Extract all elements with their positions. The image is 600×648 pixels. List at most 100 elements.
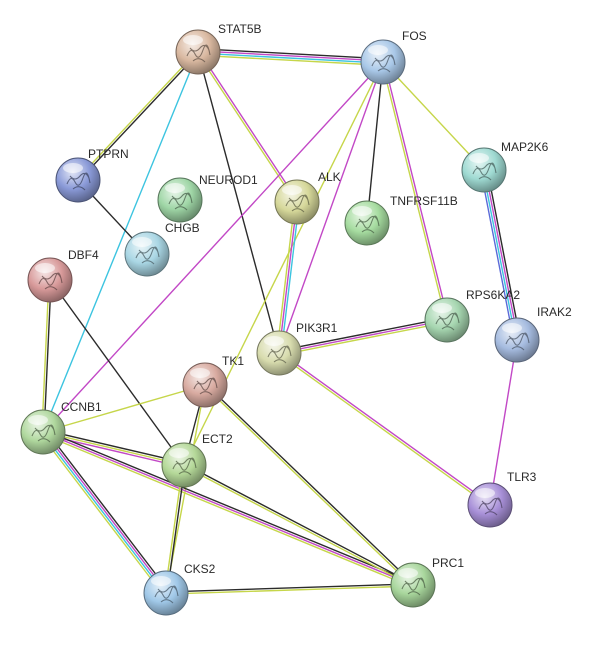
node-neurod1[interactable]: NEUROD1 [157, 173, 258, 223]
sphere-highlight [469, 153, 489, 163]
node-prc1-label: PRC1 [432, 556, 464, 570]
sphere-highlight [28, 415, 48, 425]
sphere-highlight [475, 488, 495, 498]
node-stat5b[interactable]: STAT5B [175, 22, 262, 75]
sphere-highlight [151, 576, 171, 586]
edge-pik3r1-rps6ka2-magenta [278, 319, 448, 354]
node-tk1[interactable]: TK1 [182, 354, 244, 408]
node-prc1[interactable]: PRC1 [390, 556, 464, 608]
protein-structure-icon [66, 172, 91, 191]
node-rps6ka2[interactable]: RPS6KA2 [424, 288, 520, 343]
sphere-highlight [352, 206, 372, 216]
edge-ccnb1-cks2-black [45, 429, 170, 592]
sphere-highlight [282, 185, 302, 195]
network-edges [39, 48, 521, 596]
edge-ccnb1-cks2-yellow [39, 433, 164, 596]
edge-fos-rps6ka2-magenta [383, 61, 449, 320]
sphere-highlight [502, 323, 522, 333]
sphere-highlight [264, 336, 284, 346]
edge-ccnb1-prc1-yellow [41, 433, 413, 588]
node-rps6ka2-label: RPS6KA2 [466, 288, 520, 302]
edge-ccnb1-ect2-yellow [42, 431, 185, 466]
edge-pik3r1-rps6ka2-black [278, 317, 447, 352]
edge-ccnb1-ect2-black [43, 429, 185, 464]
protein-structure-icon [435, 312, 460, 331]
edge-ccnb1-prc1-magenta [42, 431, 414, 586]
node-dbf4[interactable]: DBF4 [27, 248, 99, 303]
sphere-highlight [63, 163, 83, 173]
node-map2k6-label: MAP2K6 [501, 140, 549, 154]
edge-map2k6-irak2-black [486, 169, 521, 340]
sphere-highlight [432, 303, 452, 313]
node-alk-label: ALK [318, 170, 341, 184]
node-pik3r1-label: PIK3R1 [296, 321, 338, 335]
edge-cks2-prc1-black [165, 583, 413, 593]
node-map2k6[interactable]: MAP2K6 [461, 140, 549, 193]
node-fos[interactable]: FOS [360, 29, 427, 85]
protein-structure-icon [154, 585, 179, 604]
sphere-highlight [368, 45, 388, 55]
edge-stat5b-ccnb1-cyan [42, 51, 199, 433]
edge-ccnb1-cks2-magenta [43, 430, 168, 593]
node-dbf4-label: DBF4 [68, 248, 99, 262]
node-tlr3-label: TLR3 [507, 470, 537, 484]
edge-ect2-prc1-yellow [183, 465, 413, 587]
node-irak2[interactable]: IRAK2 [494, 305, 572, 363]
edge-stat5b-fos-cyan [197, 52, 383, 64]
protein-structure-icon [135, 246, 160, 265]
edge-fos-map2k6-yellow [382, 61, 485, 171]
edge-stat5b-fos-yellow [197, 54, 383, 66]
node-tnfrsf11b[interactable]: TNFRSF11B [344, 194, 458, 246]
node-ccnb1-label: CCNB1 [61, 400, 102, 414]
node-tlr3[interactable]: TLR3 [467, 470, 537, 528]
sphere-highlight [398, 568, 418, 578]
edge-fos-ccnb1-magenta [42, 61, 384, 433]
protein-structure-icon [355, 215, 380, 234]
edge-stat5b-fos-magenta [198, 50, 384, 62]
edge-tk1-ccnb1-yellow [42, 384, 206, 433]
edge-pik3r1-tlr3-magenta [279, 351, 492, 505]
node-chgb-label: CHGB [165, 221, 200, 235]
node-alk[interactable]: ALK [274, 170, 341, 225]
edge-fos-rps6ka2-yellow [381, 62, 447, 321]
node-ect2[interactable]: ECT2 [161, 432, 233, 488]
edge-fos-pik3r1-magenta [278, 61, 384, 354]
protein-structure-icon [285, 194, 310, 213]
edge-pik3r1-tlr3-yellow [277, 353, 490, 507]
node-ect2-label: ECT2 [202, 432, 233, 446]
sphere-highlight [132, 237, 152, 247]
edge-stat5b-ptprn-black [78, 52, 200, 182]
protein-structure-icon [186, 44, 211, 63]
node-ptprn[interactable]: PTPRN [55, 147, 129, 203]
node-neurod1-label: NEUROD1 [199, 173, 258, 187]
node-chgb[interactable]: CHGB [124, 221, 200, 277]
edge-map2k6-irak2-blue [480, 170, 515, 341]
protein-structure-icon [172, 457, 197, 476]
edge-tk1-prc1-yellow [203, 385, 413, 587]
protein-structure-icon [267, 345, 292, 364]
edge-ccnb1-cks2-cyan [41, 432, 166, 595]
node-ccnb1[interactable]: CCNB1 [20, 400, 102, 455]
edge-map2k6-irak2-cyan [482, 170, 517, 341]
node-tnfrsf11b-label: TNFRSF11B [390, 194, 458, 208]
node-irak2-label: IRAK2 [537, 305, 572, 319]
edge-ect2-prc1-black [184, 463, 414, 585]
edge-dbf4-ccnb1-yellow [41, 279, 50, 432]
edge-fos-tnfrsf11b-black [366, 61, 384, 224]
sphere-highlight [169, 448, 189, 458]
edge-stat5b-ptprn-yellow [76, 50, 198, 180]
edge-dbf4-ect2-black [49, 279, 185, 466]
node-fos-label: FOS [402, 29, 427, 43]
protein-structure-icon [478, 497, 503, 516]
node-cks2[interactable]: CKS2 [143, 562, 216, 616]
protein-structure-icon [38, 272, 63, 291]
sphere-highlight [183, 35, 203, 45]
protein-structure-icon [168, 192, 193, 211]
edge-pik3r1-rps6ka2-yellow [279, 321, 448, 356]
sphere-highlight [35, 263, 55, 273]
edge-cks2-prc1-yellow [166, 585, 414, 595]
protein-structure-icon [193, 377, 218, 396]
node-pik3r1[interactable]: PIK3R1 [256, 321, 338, 376]
